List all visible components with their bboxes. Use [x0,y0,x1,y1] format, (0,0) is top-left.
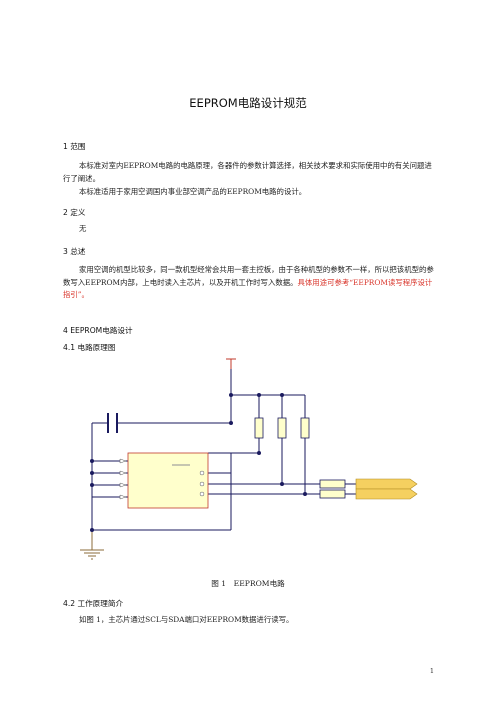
section-2-text: 无 [79,224,87,233]
junction-dots [90,393,307,532]
section-3-heading: 3 总述 [63,247,86,256]
ic-pin-markers [119,458,205,500]
section-2-heading: 2 定义 [63,208,86,217]
ground-icon [80,549,104,560]
section-1-paragraph-2: 本标准适用于家用空调国内事业部空调产品的EEPROM电路的设计。 [79,187,307,196]
series-resistors [319,479,346,499]
section-4-2-heading: 4.2 工作原理简介 [63,599,124,608]
bus-ports [355,478,418,500]
figure-caption: 图 1 EEPROM电路 [211,579,285,588]
section-4-heading: 4 EEPROM电路设计 [63,326,133,335]
section-1-paragraph-1: 本标准对室内EEPROM电路的电路原理，各器件的参数计算选择，相关技术要求和实际… [63,161,432,183]
page-title: EEPROM电路设计规范 [189,96,307,110]
eeprom-ic [127,452,209,509]
section-1-heading: 1 范围 [63,142,86,151]
capacitor-symbol [107,413,118,433]
section-3-paragraph: 家用空调的机型比较多，同一款机型经常会共用一套主控板，由于各种机型的参数不一样，… [63,264,435,302]
section-4-2-paragraph: 如图 1，主芯片通过SCL与SDA端口对EEPROM数据进行读写。 [79,615,294,624]
section-4-1-heading: 4.1 电路原理图 [63,343,116,352]
section-3-text: 家用空调的机型比较多，同一款机型经常会共用一套主控板，由于各种机型的参数不一样，… [63,265,434,287]
pullup-resistors [254,417,310,439]
section-3-reference-link-text: 具体用途可参考“EEPROM读写程序设计指引”。 [63,277,433,300]
page-number: 1 [429,667,434,675]
